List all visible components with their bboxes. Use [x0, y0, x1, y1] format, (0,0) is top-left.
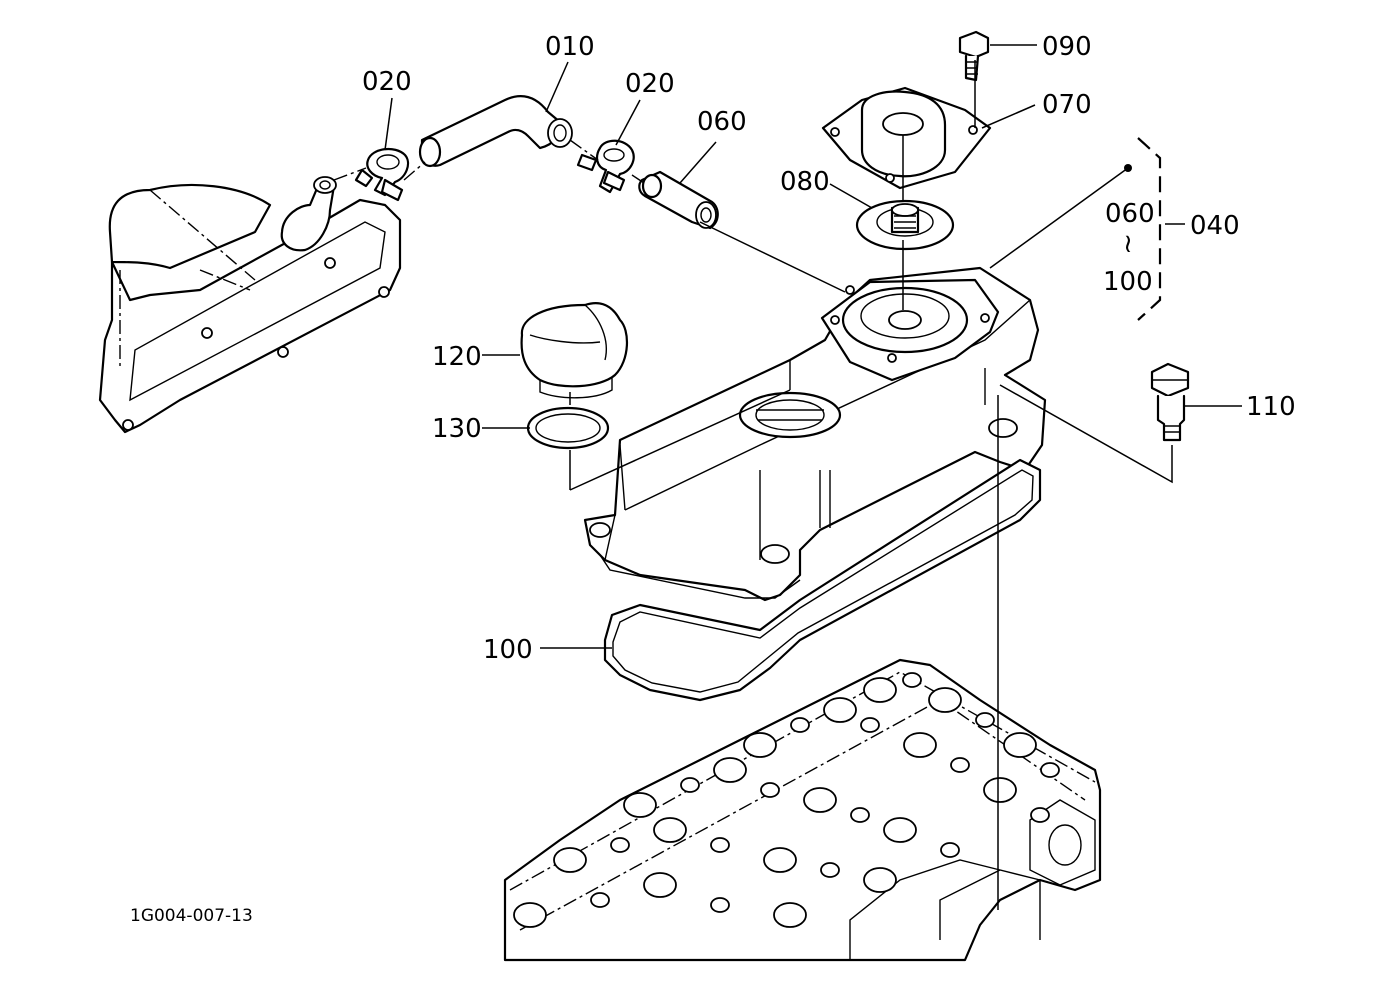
leader-lines	[333, 44, 1242, 910]
head-port-hole	[553, 847, 587, 873]
head-port-hole	[863, 677, 897, 703]
head-port-hole	[940, 842, 960, 858]
callout-120: 120	[432, 342, 482, 372]
callout-range-sep: ~	[1113, 233, 1143, 255]
head-port-hole	[623, 792, 657, 818]
diaphragm-080	[855, 199, 955, 251]
head-port-hole	[975, 712, 995, 728]
head-port-hole	[903, 732, 937, 758]
head-port-hole	[1003, 732, 1037, 758]
callouts: 010 020 020 060 090 070 080 060 ~ 100 04…	[130, 32, 1296, 926]
bolt-110	[1150, 362, 1190, 442]
head-port-hole	[823, 697, 857, 723]
callout-090: 090	[1042, 32, 1092, 62]
cylinder-head	[503, 658, 1102, 962]
head-port-hole	[850, 807, 870, 823]
head-port-hole	[710, 897, 730, 913]
cylinder-head-cover	[583, 266, 1047, 602]
callout-range-from: 060	[1105, 199, 1155, 229]
head-port-hole	[1040, 762, 1060, 778]
callout-100: 100	[483, 635, 533, 665]
head-port-hole	[763, 847, 797, 873]
head-port-hole	[928, 687, 962, 713]
head-port-hole	[902, 672, 922, 688]
breather-pipe	[638, 170, 719, 230]
head-port-hole	[863, 867, 897, 893]
cover-gasket	[603, 458, 1042, 702]
head-port-hole	[773, 902, 807, 928]
head-port-hole	[643, 872, 677, 898]
callout-130: 130	[432, 414, 482, 444]
head-port-hole	[820, 862, 840, 878]
callout-010: 010	[545, 32, 595, 62]
callout-080: 080	[780, 167, 830, 197]
head-port-hole	[713, 757, 747, 783]
callout-040: 040	[1190, 211, 1240, 241]
drawing-code: 1G004-007-13	[130, 906, 253, 926]
head-port-hole	[590, 892, 610, 908]
head-port-hole	[860, 717, 880, 733]
head-port-hole	[760, 782, 780, 798]
head-port-hole	[790, 717, 810, 733]
breather-cover-plate	[821, 86, 992, 190]
head-port-hole	[883, 817, 917, 843]
hose-clamp-right	[576, 139, 635, 194]
callout-range-to: 100	[1103, 267, 1153, 297]
head-port-hole	[710, 837, 730, 853]
head-port-hole	[950, 757, 970, 773]
head-port-hole	[653, 817, 687, 843]
kit-bracket	[1137, 137, 1162, 321]
callout-020-right: 020	[625, 69, 675, 99]
head-port-hole	[803, 787, 837, 813]
head-port-hole	[513, 902, 547, 928]
head-port-hole	[680, 777, 700, 793]
breather-hose	[418, 95, 573, 168]
hose-clamp-left	[354, 147, 410, 202]
breather-housing	[98, 176, 402, 434]
callout-070: 070	[1042, 90, 1092, 120]
callout-020-left: 020	[362, 67, 412, 97]
head-port-hole	[1030, 807, 1050, 823]
head-port-hole	[743, 732, 777, 758]
head-port-hole	[610, 837, 630, 853]
head-port-hole	[983, 777, 1017, 803]
callout-110: 110	[1246, 392, 1296, 422]
callout-060: 060	[697, 107, 747, 137]
oil-filler-cap	[520, 302, 629, 399]
o-ring-130	[526, 406, 610, 450]
bolt-090	[958, 30, 990, 82]
